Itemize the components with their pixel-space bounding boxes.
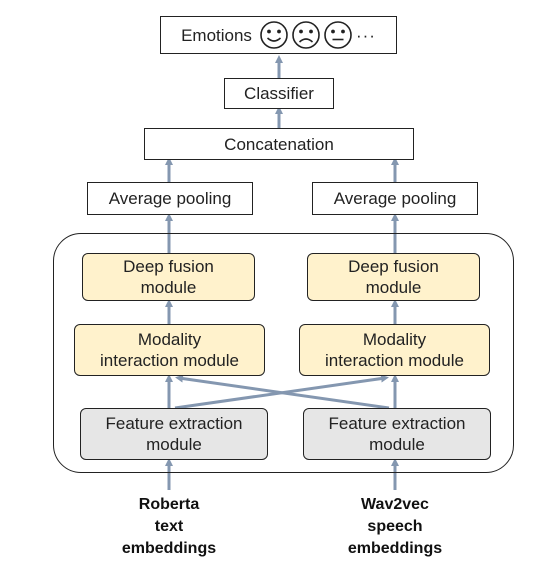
left-feature-extraction-module: Feature extraction module <box>80 408 268 460</box>
more-emotions-ellipsis: ··· <box>355 25 376 45</box>
left-average-pooling-box: Average pooling <box>87 182 253 215</box>
right-modality-interaction-module: Modality interaction module <box>299 324 490 376</box>
left-modality-interaction-module: Modality interaction module <box>74 324 265 376</box>
neutral-face-icon <box>324 21 352 49</box>
smiling-face-icon <box>260 21 288 49</box>
right-average-pooling-box: Average pooling <box>312 182 478 215</box>
right-deep-fusion-module: Deep fusion module <box>307 253 480 301</box>
left-input-label: Roberta text embeddings <box>121 496 217 557</box>
right-input-label: Wav2vec speech embeddings <box>347 496 443 557</box>
fusion-encoder-container <box>53 233 514 473</box>
emotions-output-box: Emotions ··· <box>160 16 397 54</box>
arrow-right-feature-to-left-interaction <box>175 374 390 410</box>
concatenation-box: Concatenation <box>144 128 414 160</box>
emotions-label: Emotions <box>181 25 252 45</box>
left-deep-fusion-module: Deep fusion module <box>82 253 255 301</box>
right-feature-extraction-module: Feature extraction module <box>303 408 491 460</box>
classifier-box: Classifier <box>224 78 334 109</box>
frowning-face-icon <box>292 21 320 49</box>
